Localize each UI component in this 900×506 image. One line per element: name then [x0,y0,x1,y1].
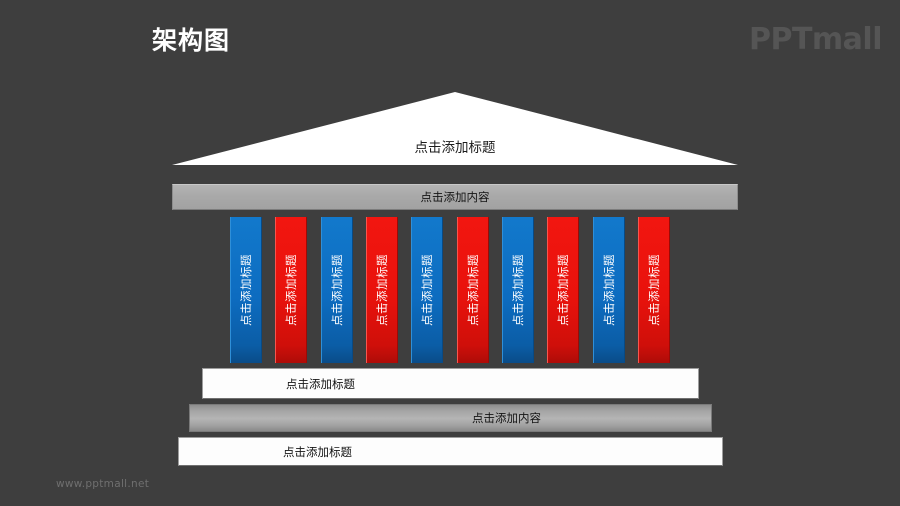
step-bar-1-label: 点击添加标题 [286,378,355,391]
column-6[interactable]: 点击添加标题 [456,217,489,363]
column-3-label: 点击添加标题 [331,254,344,326]
column-1-label: 点击添加标题 [241,254,253,326]
footer-watermark: www.pptmall.net [56,478,150,490]
column-group: 点击添加标题 点击添加标题 点击添加标题 点击添加标题 点击添加标题 点击添加标… [230,217,670,363]
column-9[interactable]: 点击添加标题 [592,217,625,363]
column-3[interactable]: 点击添加标题 [320,217,353,363]
column-9-label: 点击添加标题 [603,254,616,326]
column-8[interactable]: 点击添加标题 [547,217,580,363]
column-1[interactable]: 点击添加标题 [230,217,262,363]
column-5-label: 点击添加标题 [422,254,435,326]
column-4-label: 点击添加标题 [376,254,389,326]
pediment-triangle-icon [172,92,738,165]
step-bar-3-label: 点击添加标题 [283,446,352,459]
column-5[interactable]: 点击添加标题 [411,217,444,363]
architrave-label: 点击添加内容 [420,192,490,204]
column-2-label: 点击添加标题 [286,254,299,326]
step-bar-2[interactable]: 点击添加内容 [189,404,712,432]
column-4[interactable]: 点击添加标题 [365,217,398,363]
column-6-label: 点击添加标题 [467,254,480,326]
column-2[interactable]: 点击添加标题 [275,217,308,363]
step-bar-2-label: 点击添加内容 [472,413,541,425]
step-bar-3[interactable]: 点击添加标题 [178,437,723,466]
brand-logo: PPTmall [748,22,883,57]
column-10-label: 点击添加标题 [648,254,661,326]
page-title: 架构图 [152,27,231,55]
column-10[interactable]: 点击添加标题 [637,217,670,363]
pediment[interactable]: 点击添加标题 [172,92,738,165]
architrave-bar[interactable]: 点击添加内容 [172,184,738,210]
pediment-label: 点击添加标题 [414,140,496,155]
column-8-label: 点击添加标题 [558,254,571,326]
column-7-label: 点击添加标题 [512,254,525,326]
column-7[interactable]: 点击添加标题 [501,217,534,363]
step-bar-1[interactable]: 点击添加标题 [202,368,699,399]
